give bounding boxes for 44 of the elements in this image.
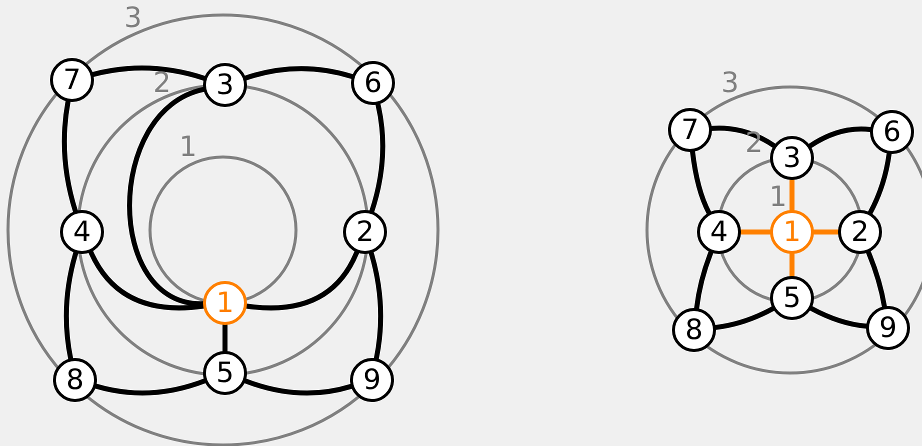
vertex-circle: 6 <box>870 110 914 154</box>
vertex-circle: 4 <box>60 210 104 254</box>
connector <box>690 149 712 215</box>
vertex-circle: 5 <box>770 276 814 320</box>
vertex-circle: 9 <box>866 306 910 350</box>
ring-number: 1 <box>179 133 197 161</box>
ring-number: 3 <box>721 69 739 97</box>
connector <box>90 66 207 81</box>
connector <box>127 86 206 306</box>
vertex-circle: 2 <box>838 210 882 254</box>
vertex-circle: 7 <box>50 58 94 102</box>
vertex-circle: 9 <box>350 358 394 402</box>
connector <box>369 102 386 214</box>
vertex-circle: 5 <box>203 351 247 395</box>
vertex-circle: 2 <box>343 210 387 254</box>
vertex-circle: 6 <box>351 61 395 105</box>
connector <box>88 250 206 310</box>
connector <box>790 252 794 278</box>
connector <box>808 126 873 148</box>
ring-number: 2 <box>153 69 171 97</box>
connector <box>368 250 384 361</box>
vertex-circle: 4 <box>697 210 741 254</box>
connector <box>790 178 794 212</box>
vertex-circle: 8 <box>672 308 716 352</box>
connector <box>222 322 228 354</box>
connector <box>866 250 887 309</box>
vertex-circle: 1 <box>203 281 247 325</box>
ring-number: 3 <box>124 4 142 32</box>
vertex-circle: 3 <box>203 63 247 107</box>
vertex-circle: 1 <box>770 210 814 254</box>
vertex-circle: 3 <box>770 136 814 180</box>
connector <box>94 378 207 396</box>
connector <box>62 99 78 214</box>
connector <box>868 151 892 216</box>
vertex-circle: 8 <box>53 358 97 402</box>
connector <box>694 250 714 311</box>
connector <box>738 230 772 234</box>
connector <box>812 230 840 234</box>
connector <box>243 66 354 80</box>
ring-number: 1 <box>769 183 787 211</box>
vertex-circle: 7 <box>668 108 712 152</box>
connector <box>64 250 78 361</box>
connector <box>243 378 354 396</box>
connector <box>713 306 776 330</box>
